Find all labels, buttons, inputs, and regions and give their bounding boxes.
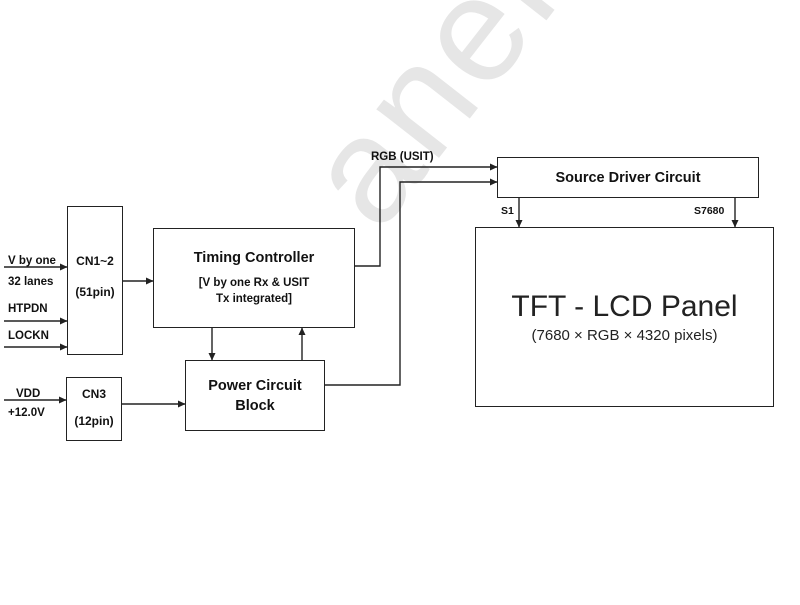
power-line bbox=[325, 178, 498, 386]
cn1-connector-box bbox=[67, 206, 123, 355]
timing-controller-box bbox=[153, 228, 355, 328]
cn1-label: CN1~2 bbox=[76, 254, 114, 268]
vdd-label: VDD bbox=[16, 388, 41, 400]
cn1-pins-label: (51pin) bbox=[75, 285, 115, 299]
htpdn-label: HTPDN bbox=[8, 303, 48, 315]
rgb-usit-label: RGB (USIT) bbox=[371, 151, 434, 163]
rgb-usit-line bbox=[355, 163, 498, 267]
vbyone-label: V by one bbox=[8, 255, 56, 267]
voltage-label: +12.0V bbox=[8, 407, 45, 419]
lanes-label: 32 lanes bbox=[8, 276, 54, 288]
tft-lcd-panel-title: TFT - LCD Panel bbox=[511, 290, 738, 323]
power-circuit-title: Power Circuit bbox=[208, 378, 302, 394]
source-driver-title: Source Driver Circuit bbox=[555, 170, 701, 186]
timing-controller-sub2: Tx integrated] bbox=[215, 293, 293, 305]
cn3-connector-box bbox=[66, 377, 122, 441]
s1-label: S1 bbox=[501, 205, 514, 217]
tft-lcd-panel-box bbox=[475, 227, 774, 407]
power-circuit-box bbox=[185, 360, 325, 431]
cn3-label: CN3 bbox=[81, 387, 106, 401]
timing-controller-title: Timing Controller bbox=[193, 250, 315, 266]
lockn-label: LOCKN bbox=[8, 330, 49, 342]
power-circuit-block-label: Block bbox=[235, 398, 275, 414]
cn3-pins-label: (12pin) bbox=[74, 414, 114, 428]
s7680-label: S7680 bbox=[694, 205, 725, 217]
timing-controller-sub1: [V by one Rx & USIT bbox=[198, 277, 310, 289]
source-driver-box bbox=[497, 157, 759, 198]
tft-lcd-panel-subtitle: (7680 × RGB × 4320 pixels) bbox=[531, 327, 718, 344]
